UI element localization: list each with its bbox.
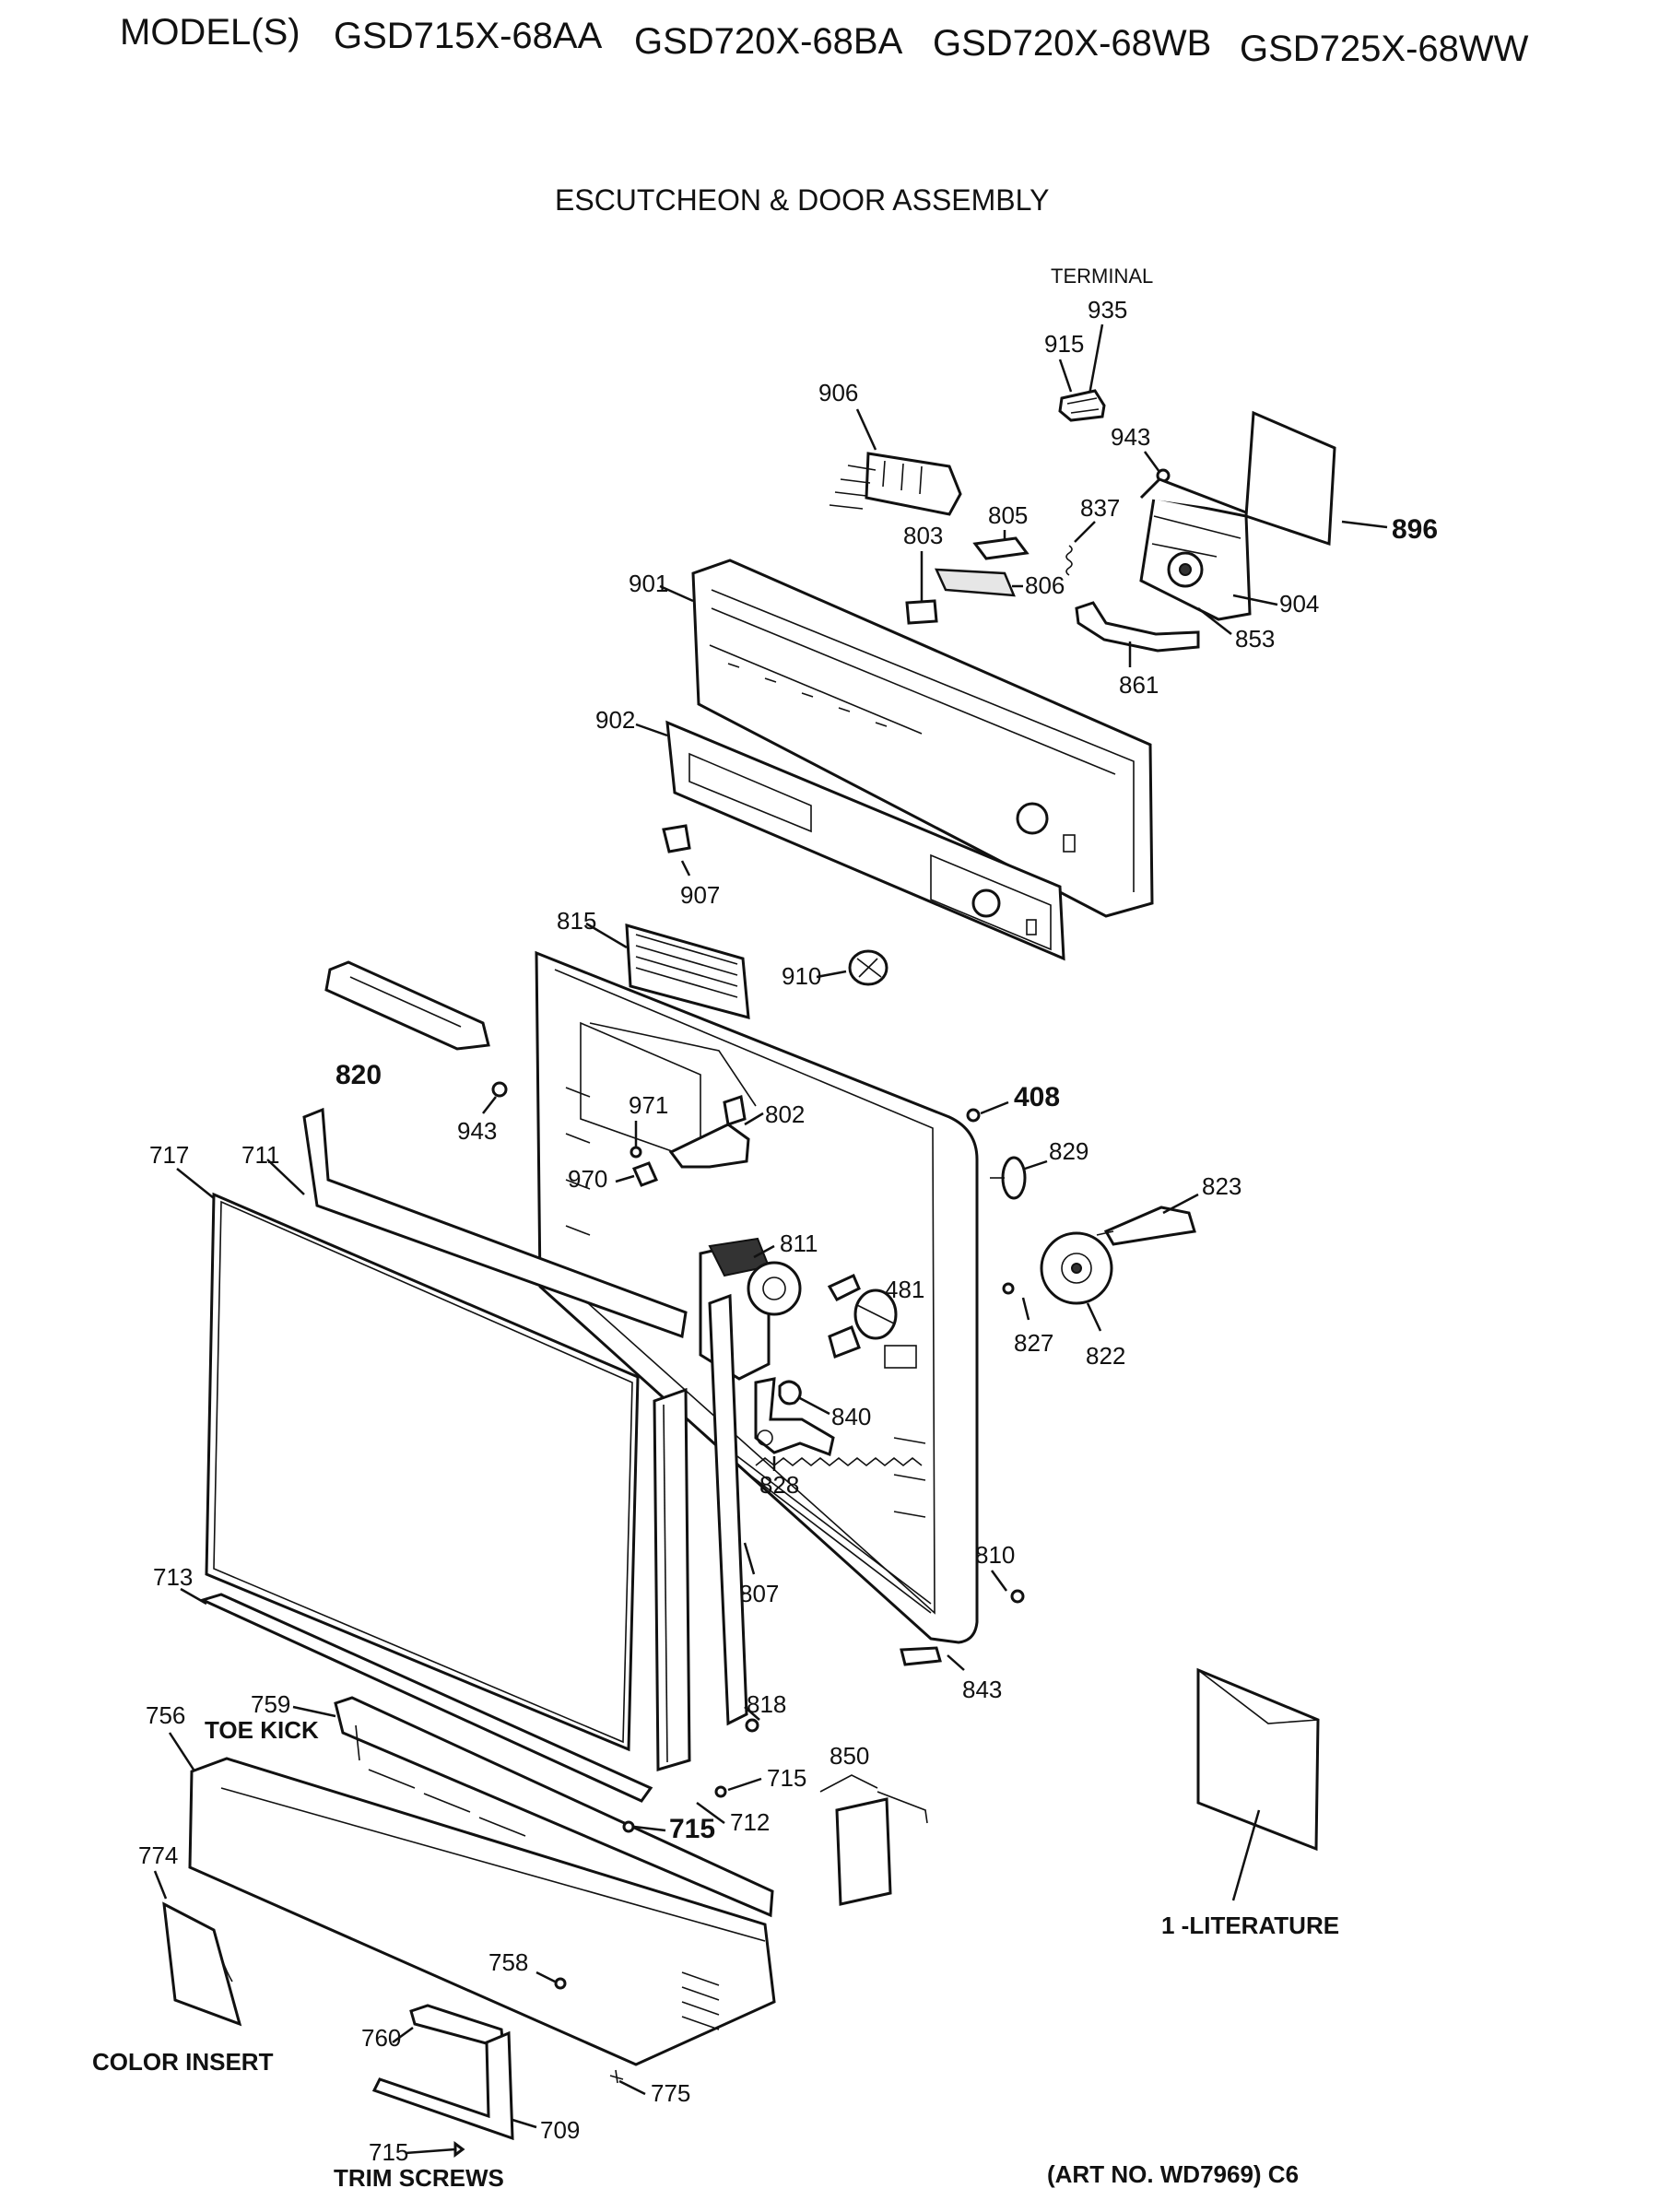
part-number: 802: [765, 1100, 805, 1128]
part-number: 715: [369, 2138, 408, 2166]
part-number: 715: [669, 1814, 715, 1844]
part-number: 807: [739, 1580, 779, 1607]
art-number: (ART NO. WD7969) C6: [1047, 2160, 1299, 2188]
panel-902: [665, 720, 1065, 961]
part-number: 902: [595, 706, 635, 734]
part-number: 829: [1049, 1137, 1089, 1165]
terminal-part: [1058, 389, 1106, 422]
part-number: 758: [488, 1948, 528, 1976]
door-panel-717: [205, 1192, 640, 1752]
part-number: 853: [1235, 625, 1275, 653]
part-number: 820: [335, 1060, 382, 1090]
literature-envelope: [1196, 1667, 1320, 1852]
part-number: 827: [1014, 1329, 1053, 1357]
side-rail-712: [653, 1387, 691, 1771]
part-number: 823: [1202, 1172, 1241, 1200]
literature-sheet-896: [1244, 410, 1336, 547]
model-header: MODEL(S) GSD715X-68AA GSD720X-68BA GSD72…: [120, 12, 1529, 69]
part-number: 943: [1111, 423, 1150, 451]
part-number: 803: [903, 522, 943, 549]
part-number: 408: [1014, 1082, 1060, 1112]
literature-label: 1 -LITERATURE: [1161, 1912, 1339, 1939]
part-number: 715: [767, 1764, 806, 1792]
part-number: 901: [629, 570, 668, 597]
part-number: 935: [1088, 296, 1127, 324]
switch-block-part: [829, 452, 962, 516]
part-number: 760: [361, 2024, 401, 2052]
switch-802: [668, 1095, 750, 1169]
part-number: 828: [759, 1471, 799, 1499]
model-number: GSD720X-68BA: [634, 21, 903, 62]
part-number: 717: [149, 1141, 189, 1169]
diagram-title: ESCUTCHEON & DOOR ASSEMBLY: [555, 183, 1049, 217]
part-number: 850: [830, 1742, 869, 1770]
trim-709: [371, 2030, 514, 2141]
part-number: 837: [1080, 494, 1120, 522]
part-number: 861: [1119, 671, 1159, 699]
side-rail-right: [708, 1293, 748, 1726]
door-frame-711: [302, 1107, 688, 1339]
part-number: 806: [1025, 571, 1065, 599]
lever-part-861: [1075, 601, 1200, 653]
part-number: 943: [457, 1117, 497, 1145]
part-number: 481: [885, 1276, 924, 1303]
part-number: 709: [540, 2116, 580, 2144]
model-number: GSD720X-68WB: [933, 23, 1211, 64]
part-number: 907: [680, 881, 720, 909]
knob-part-910: [848, 949, 888, 986]
part-number: 915: [1044, 330, 1084, 358]
part-number: 711: [241, 1141, 279, 1169]
bearing-829: [990, 1156, 1027, 1200]
part-number: 810: [975, 1541, 1015, 1569]
trim-screws-label: TRIM SCREWS: [334, 2164, 504, 2192]
part-number: 756: [146, 1701, 185, 1729]
part-number: 910: [782, 962, 821, 990]
vent-part-815: [625, 923, 750, 1020]
timer-part: [1139, 477, 1252, 621]
part-number: 906: [818, 379, 858, 406]
part-number: 759: [251, 1690, 290, 1718]
part-number: 970: [568, 1165, 607, 1193]
control-panel-901: [691, 559, 1154, 918]
part-number: 822: [1086, 1342, 1125, 1370]
part-number: 712: [730, 1808, 770, 1836]
part-number: 815: [557, 907, 596, 935]
color-insert-774: [162, 1901, 242, 2027]
toe-kick-panel-756: [188, 1757, 776, 2066]
toe-kick-759: [334, 1696, 774, 1918]
part-number: 713: [153, 1563, 193, 1591]
toe-kick-label: TOE KICK: [205, 1716, 319, 1744]
part-number: 971: [629, 1091, 668, 1119]
bracket-850: [819, 1774, 928, 1906]
part-number: 811: [780, 1230, 818, 1257]
wheel-822: [1040, 1231, 1113, 1305]
part-number: 805: [988, 501, 1028, 529]
color-insert-label: COLOR INSERT: [92, 2048, 274, 2076]
bottom-trim-713: [198, 1593, 653, 1803]
model-number: GSD715X-68AA: [334, 16, 603, 56]
part-number: 840: [831, 1403, 871, 1430]
bracket-820: [324, 960, 490, 1051]
terminal-label: TERMINAL: [1051, 265, 1153, 288]
model-number: GSD725X-68WW: [1240, 29, 1529, 69]
part-number: 774: [138, 1841, 178, 1869]
part-number: 775: [651, 2079, 690, 2107]
models-label: MODEL(S): [120, 12, 300, 53]
part-number: 896: [1392, 514, 1438, 545]
latch-828: [754, 1377, 835, 1457]
part-number: 904: [1279, 590, 1319, 618]
shaft-823: [1096, 1206, 1196, 1246]
part-number: 843: [962, 1676, 1002, 1703]
